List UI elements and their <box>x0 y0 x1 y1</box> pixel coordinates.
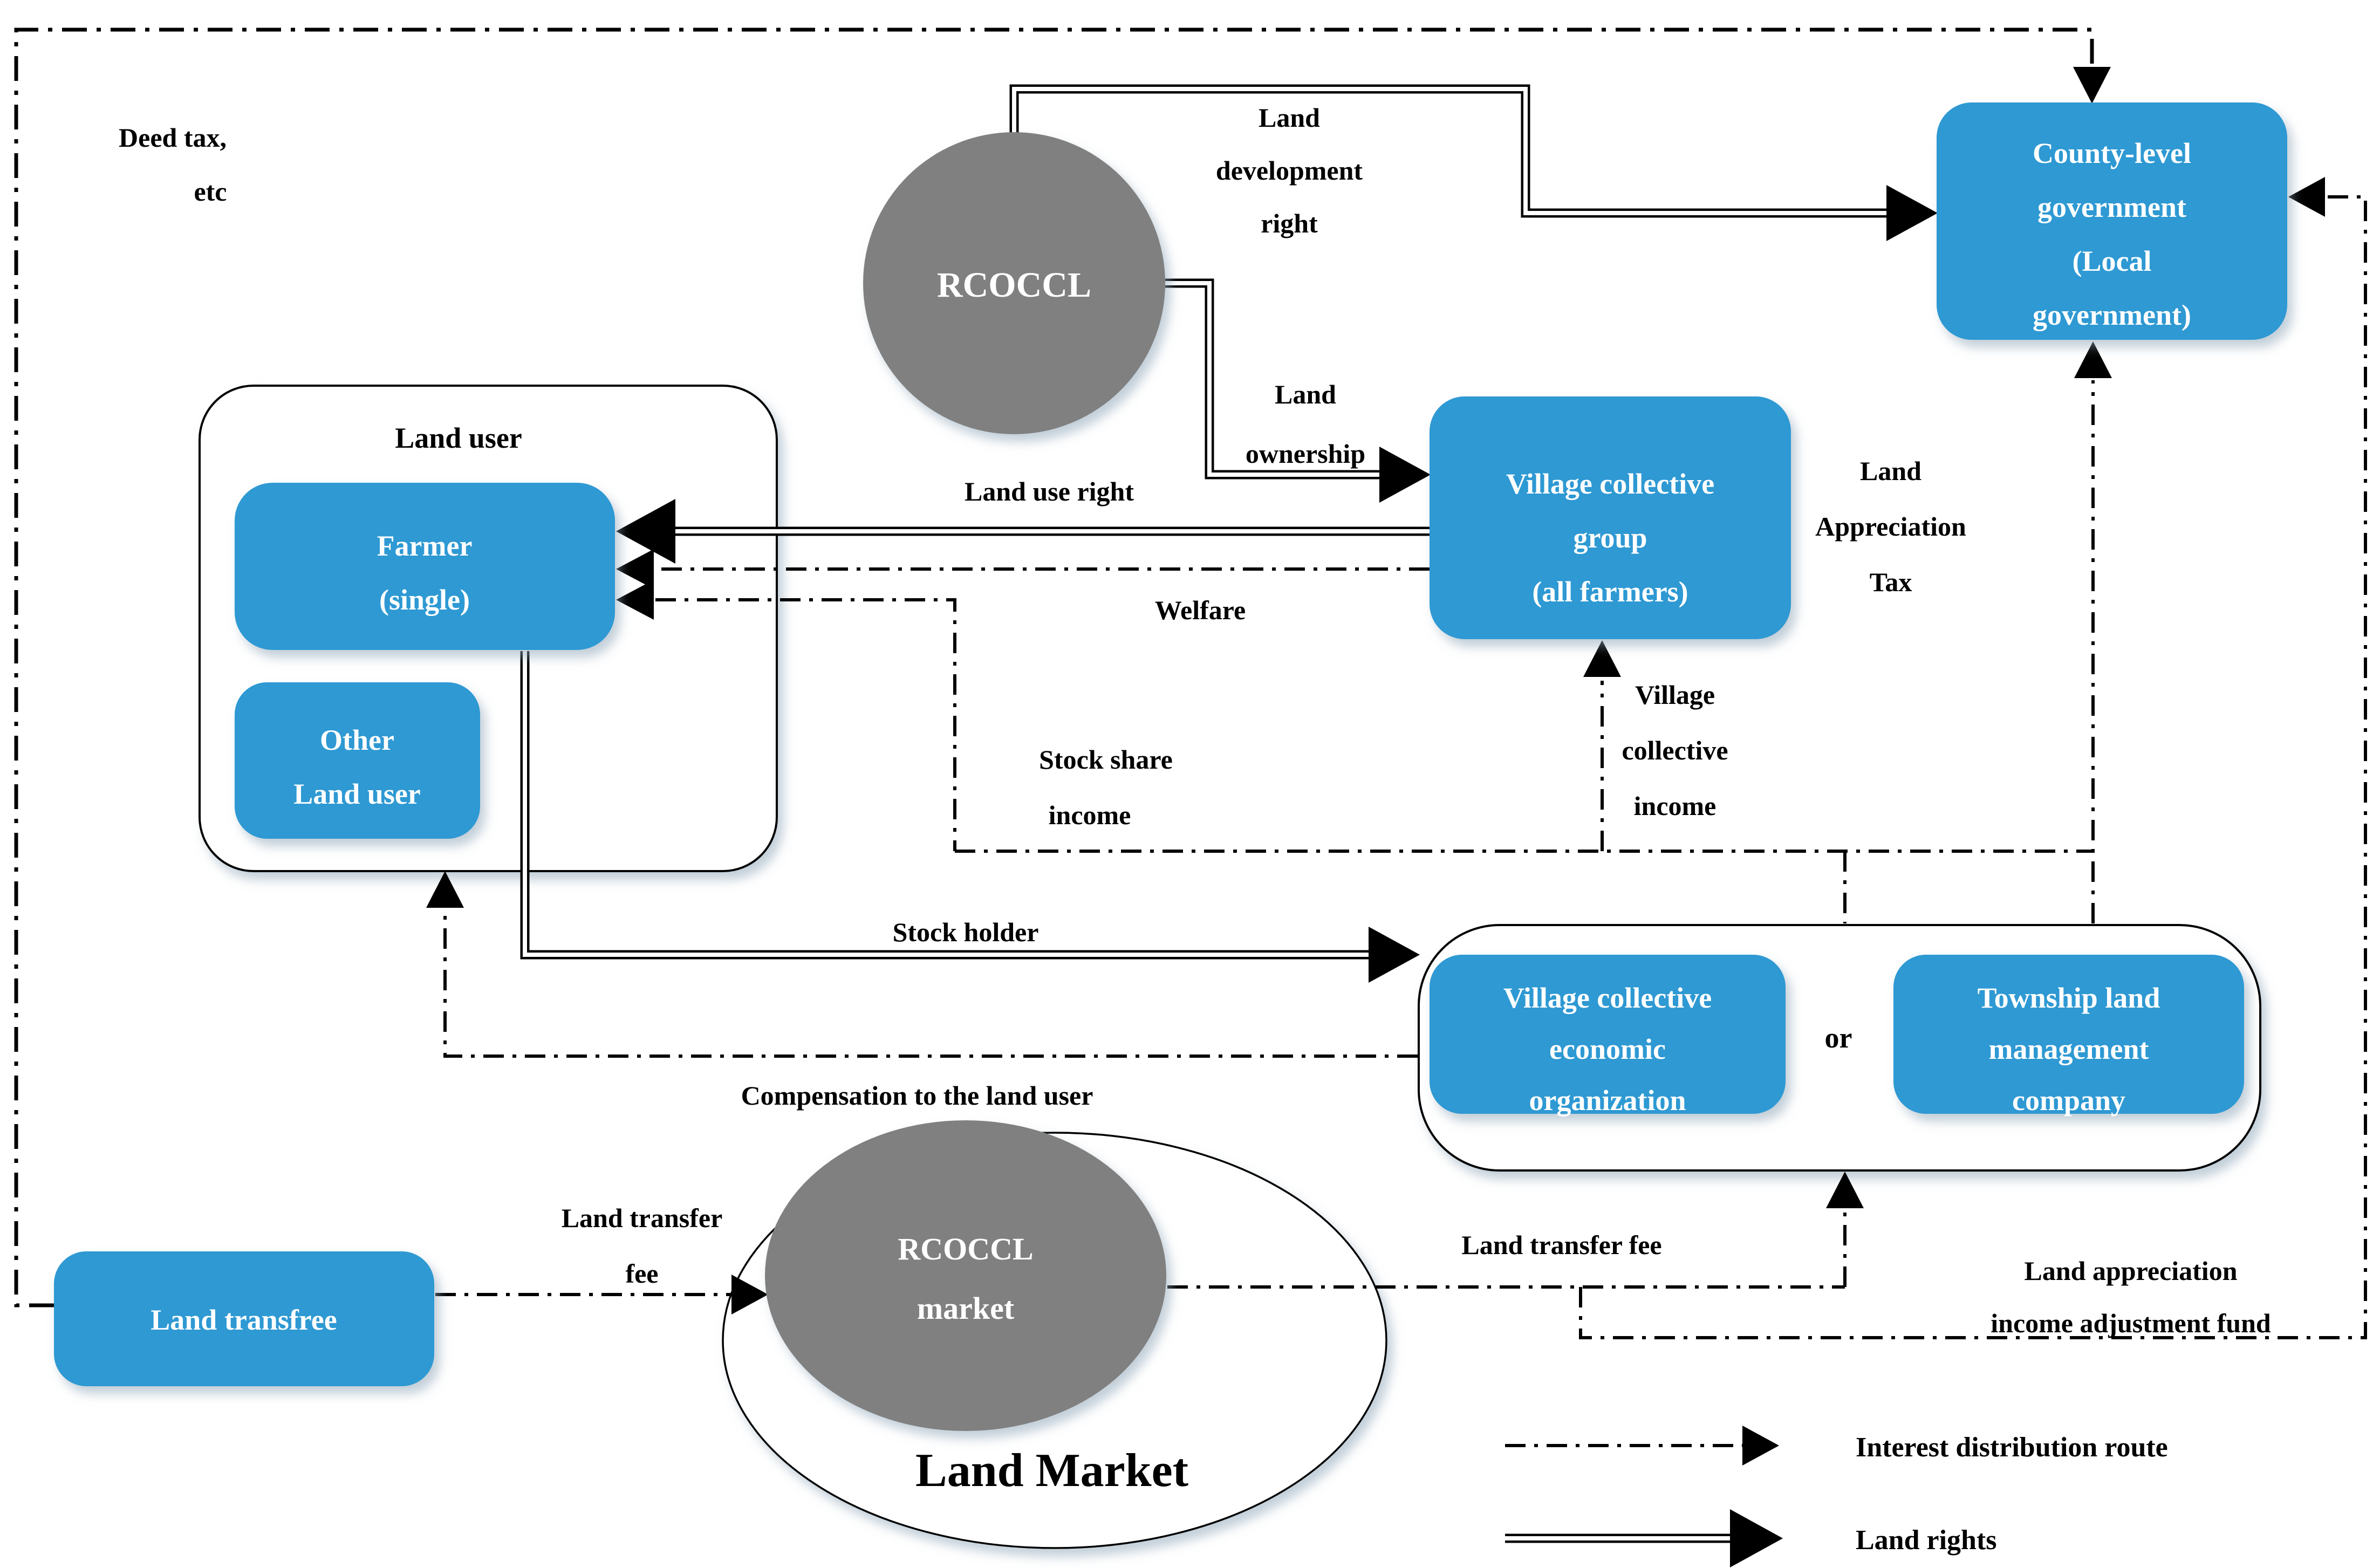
land-appreciation-fund-line2: income adjustment fund <box>1991 1308 2271 1338</box>
farmer-line2: (single) <box>379 584 470 616</box>
land-transfree-box <box>54 1251 434 1386</box>
arrowhead-into-county-right <box>2288 177 2325 217</box>
vceo-line3: organization <box>1529 1084 1686 1117</box>
county-government-node: County-level government (Local governmen… <box>1937 102 2287 340</box>
stock-share-income-line1: Stock share <box>1039 744 1173 775</box>
legend: Interest distribution route Land rights <box>1505 1426 2168 1567</box>
land-development-right-line-core <box>1012 87 1888 215</box>
compensation-label: Compensation to the land user <box>741 1080 1093 1111</box>
land-appreciation-fund-line1: Land appreciation <box>2025 1256 2238 1286</box>
township-line2: management <box>1989 1033 2149 1065</box>
land-ownership-line1: Land <box>1275 379 1336 409</box>
deed-tax-line1: Deed tax, <box>119 122 227 153</box>
county-gov-line2: government <box>2037 191 2186 223</box>
land-dev-right-line3: right <box>1261 208 1318 238</box>
land-rights-arrows <box>520 84 1938 983</box>
county-gov-line1: County-level <box>2033 137 2191 169</box>
or-label: or <box>1825 1022 1852 1054</box>
arrowhead-into-village-group-bottom <box>1583 640 1621 677</box>
land-use-right-label: Land use right <box>965 476 1134 506</box>
land-user-title: Land user <box>395 422 522 454</box>
village-group-line2: group <box>1573 522 1647 554</box>
legend-interest-route-arrowhead <box>1742 1426 1779 1466</box>
stock-holder-label: Stock holder <box>893 917 1039 947</box>
arrowhead-into-economic-org-bottom <box>1826 1172 1864 1208</box>
stock-share-income-line2: income <box>1049 800 1131 830</box>
village-collective-economic-org-box <box>1430 955 1786 1114</box>
township-line1: Township land <box>1978 982 2160 1014</box>
arrowhead-into-county-bottom <box>2074 341 2112 378</box>
land-transfree-label: Land transfree <box>151 1304 337 1336</box>
land-dev-right-line1: Land <box>1259 102 1320 133</box>
county-gov-line4: government) <box>2033 299 2191 331</box>
arrowhead-into-county-left <box>1886 185 1938 241</box>
welfare-label: Welfare <box>1155 595 1246 625</box>
arrowhead-into-farmer-land-use <box>616 499 675 564</box>
other-land-user-line2: Land user <box>293 778 421 810</box>
land-dev-right-line2: development <box>1216 155 1363 186</box>
village-group-line3: (all farmers) <box>1532 576 1688 608</box>
deed-tax-route-line <box>14 28 2094 1307</box>
arrowhead-into-economic-org <box>1369 927 1420 983</box>
interest-distribution-routes <box>426 177 2367 1339</box>
land-ownership-line-core <box>1165 281 1381 477</box>
deed-tax-line2: etc <box>194 176 227 207</box>
rcoccl-label: RCOCCL <box>937 265 1091 305</box>
township-land-company-box <box>1893 955 2244 1114</box>
land-appreciation-tax-line3: Tax <box>1870 567 1912 597</box>
village-collective-income-line2: collective <box>1622 735 1728 765</box>
other-land-user-line1: Other <box>320 724 394 756</box>
land-appreciation-tax-line2: Appreciation <box>1815 511 1966 542</box>
county-government-box <box>1937 102 2287 340</box>
arrowhead-into-rcoccl-market <box>731 1275 768 1314</box>
land-transfer-fee-left-line1: Land transfer <box>562 1203 723 1233</box>
stock-holder-line-core <box>523 651 1372 957</box>
land-transfer-fee-right-label: Land transfer fee <box>1461 1230 1661 1260</box>
rcoccl-circle <box>863 132 1165 434</box>
vceo-line2: economic <box>1549 1033 1666 1065</box>
economic-org-group: Village collective economic organization… <box>1430 955 2244 1117</box>
land-transfer-fee-left-line2: fee <box>625 1258 658 1289</box>
arrowhead-welfare-into-farmer <box>616 549 654 589</box>
farmer-box <box>235 483 615 650</box>
land-development-right-line <box>1009 84 1888 218</box>
legend-land-rights-label: Land rights <box>1856 1525 1997 1556</box>
arrowhead-into-county-top <box>2073 67 2111 104</box>
other-land-user-box <box>235 682 480 839</box>
legend-land-rights-arrowhead <box>1730 1509 1783 1567</box>
compensation-line <box>443 912 1418 1058</box>
rcoccl-market-line2: market <box>917 1291 1015 1326</box>
land-ownership-line2: ownership <box>1246 439 1365 469</box>
land-market-label: Land Market <box>915 1444 1188 1497</box>
edge-labels: Deed tax, etc Land development right Lan… <box>119 102 2271 1338</box>
village-collective-income-line1: Village <box>1635 680 1715 710</box>
rcoccl-market-line1: RCOCCL <box>898 1231 1033 1266</box>
rcoccl-market-node: RCOCCL market <box>765 1120 1166 1431</box>
rcoccl-market-ellipse <box>765 1120 1166 1431</box>
land-appreciation-tax-line1: Land <box>1860 456 1921 486</box>
arrowhead-into-village-group <box>1379 447 1431 503</box>
village-collective-income-line3: income <box>1634 791 1717 821</box>
farmer-line1: Farmer <box>377 530 473 562</box>
county-gov-line3: (Local <box>2073 245 2152 277</box>
rcoccl-node: RCOCCL <box>863 132 1165 434</box>
vceo-line1: Village collective <box>1503 982 1712 1014</box>
land-transfree-node: Land transfree <box>54 1251 434 1386</box>
arrowhead-into-land-user-bottom <box>426 871 464 908</box>
legend-interest-route-label: Interest distribution route <box>1856 1432 2168 1463</box>
village-collective-group-node: Village collective group (all farmers) <box>1430 396 1791 639</box>
stock-share-income-line <box>655 598 956 851</box>
arrowhead-stock-share-into-farmer <box>616 580 654 620</box>
land-user-group: Land user Farmer (single) Other Land use… <box>235 422 615 839</box>
township-line3: company <box>2012 1084 2125 1117</box>
village-group-line1: Village collective <box>1506 468 1714 500</box>
village-collective-group-box <box>1430 396 1791 639</box>
land-appreciation-fund-line <box>1579 195 2367 1339</box>
